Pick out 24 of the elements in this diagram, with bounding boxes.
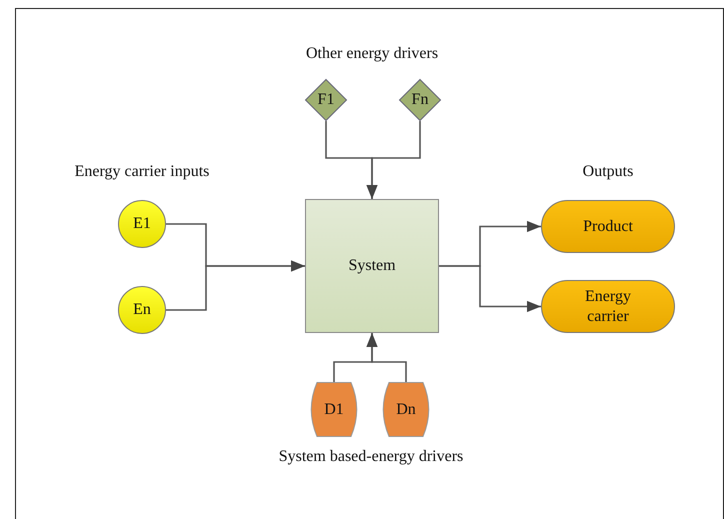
group-caption: System based-energy drivers bbox=[278, 447, 464, 467]
node-label: System bbox=[348, 256, 396, 276]
node-label: E1 bbox=[133, 214, 151, 234]
connector-arrow bbox=[366, 333, 407, 382]
output-terminal bbox=[541, 280, 675, 333]
connector-arrow bbox=[166, 260, 305, 311]
output-terminal bbox=[541, 200, 675, 253]
system-box bbox=[305, 199, 439, 333]
driver-diamond bbox=[305, 79, 347, 121]
node-label: Fn bbox=[412, 90, 428, 110]
node-label: D1 bbox=[324, 400, 344, 420]
connector-arrow bbox=[439, 265, 541, 312]
connector-arrow bbox=[366, 121, 421, 199]
node-label: F1 bbox=[318, 90, 334, 110]
node-label: Dn bbox=[396, 400, 416, 420]
input-circle bbox=[118, 200, 166, 248]
node-label: Product bbox=[583, 216, 633, 236]
input-circle bbox=[118, 286, 166, 334]
group-caption: Other energy drivers bbox=[304, 44, 440, 64]
node-label: Energy carrier bbox=[584, 287, 632, 326]
group-caption: Energy carrier inputs bbox=[74, 162, 210, 182]
node-label: En bbox=[133, 300, 151, 320]
driver-diamond bbox=[399, 79, 441, 121]
group-caption: Outputs bbox=[582, 162, 634, 182]
